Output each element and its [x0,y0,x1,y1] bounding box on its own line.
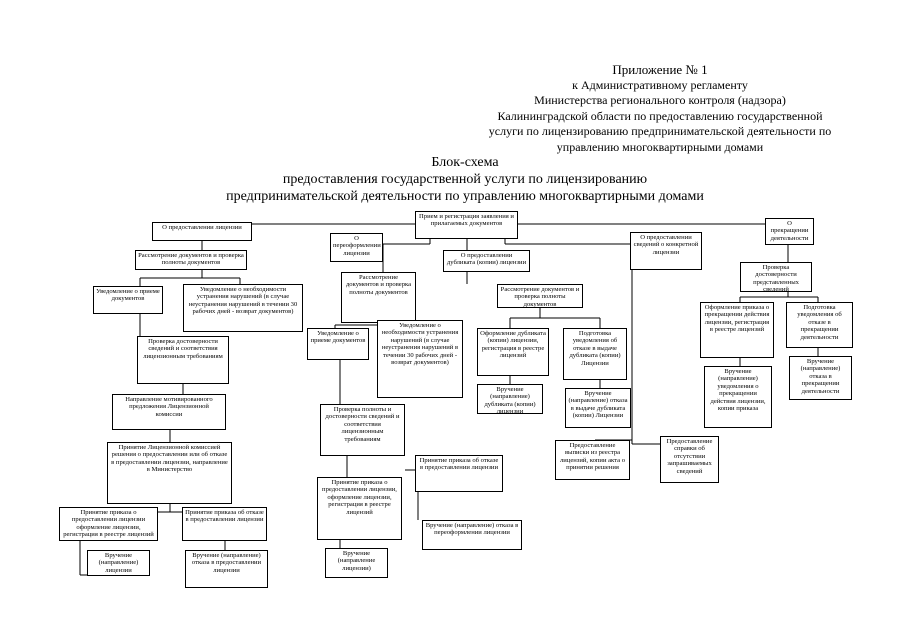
appendix-line: Министерства регионального контроля (над… [534,93,786,107]
duplicate-refusal-delivery-box: Вручение (направление) отказа в выдаче д… [565,388,631,428]
termination-notice-delivery-box: Вручение (направление) уведомления о пре… [704,366,772,428]
appendix-number: Приложение № 1 [612,62,708,77]
appendix-header: Приложение № 1 к Административному регла… [440,62,880,155]
grant-license-delivery-box: Вручение (направление) лицензии [87,550,150,576]
duplicate-review-box: Рассмотрение документов и проверка полно… [497,284,583,308]
grant-violation-notice-box: Уведомление о необходимости устранения н… [183,284,303,332]
appendix-line: услуги по лицензированию предприниматель… [488,124,832,138]
title-line: Блок-схема [431,155,499,170]
branch-license-grant-box: О предоставлении лицензии [152,222,252,241]
duplicate-delivery-box: Вручение (направление) дубликата (копии)… [477,384,543,414]
duplicate-issue-box: Оформление дубликата (копии) лицензии, р… [477,328,549,376]
reissue-order-box: Принятие приказа о предоставлении лиценз… [317,477,402,540]
root-reception-box: Прием и регистрация заявления и прилагае… [415,211,518,239]
reissue-review-box: Рассмотрение документов и проверка полно… [341,272,416,323]
branch-reissue-box: О переоформлении лицензии [330,233,383,262]
termination-order-box: Оформление приказа о прекращении действи… [700,302,774,358]
reissue-receipt-notice-box: Уведомление о приеме документов [307,328,369,360]
appendix-line: к Административному регламенту [572,77,748,92]
branch-info-box: О предоставлении сведений о конкретной л… [630,232,702,270]
grant-refusal-delivery-box: Вручение (направление) отказа в предоста… [185,550,268,588]
title-line: предоставления государственной услуги по… [282,172,648,187]
diagram-title: Блок-схема предоставления государственно… [150,154,780,205]
appendix-line: управлению многоквартирными домами [556,139,764,154]
info-absence-certificate-box: Предоставление справки об отсутствии зап… [660,436,719,483]
grant-verification-box: Проверка достоверности сведений и соотве… [137,336,229,384]
termination-refusal-notice-box: Подготовка уведомления об отказе в прекр… [786,302,853,348]
grant-order-box: Принятие приказа о предоставлении лиценз… [59,507,158,541]
termination-verification-box: Проверка достоверности представленных св… [740,262,812,292]
termination-refusal-delivery-box: Вручение (направление) отказа в прекраще… [789,356,852,400]
branch-termination-box: О прекращении деятельности [765,218,814,245]
reissue-refusal-delivery-box: Вручение (направление) отказа в переофор… [422,520,522,550]
branch-duplicate-box: О предоставлении дубликата (копии) лицен… [443,250,530,272]
info-extract-box: Предоставление выписки из реестра лиценз… [555,440,630,480]
appendix-line: Калининградской области по предоставлени… [497,108,823,123]
duplicate-refusal-notice-box: Подготовка уведомления об отказе в выдач… [563,328,627,380]
grant-receipt-notice-box: Уведомление о приеме документов [93,286,163,314]
reissue-license-delivery-box: Вручение (направление лицензии) [325,548,388,578]
grant-commission-decision-box: Принятие Лицензионной комиссией решения … [107,442,232,504]
grant-refusal-order-box: Принятие приказа об отказе в предоставле… [182,507,267,541]
title-line: предпринимательской деятельности по упра… [226,189,704,204]
reissue-violation-notice-box: Уведомление о необходимости устранения н… [377,320,463,398]
reissue-refusal-order-box: Принятие приказа об отказе в предоставле… [415,455,503,492]
grant-commission-proposal-box: Направление мотивированного предложения … [112,394,226,430]
grant-review-box: Рассмотрение документов и проверка полно… [135,250,247,270]
reissue-verification-box: Проверка полноты и достоверности сведени… [320,404,405,456]
